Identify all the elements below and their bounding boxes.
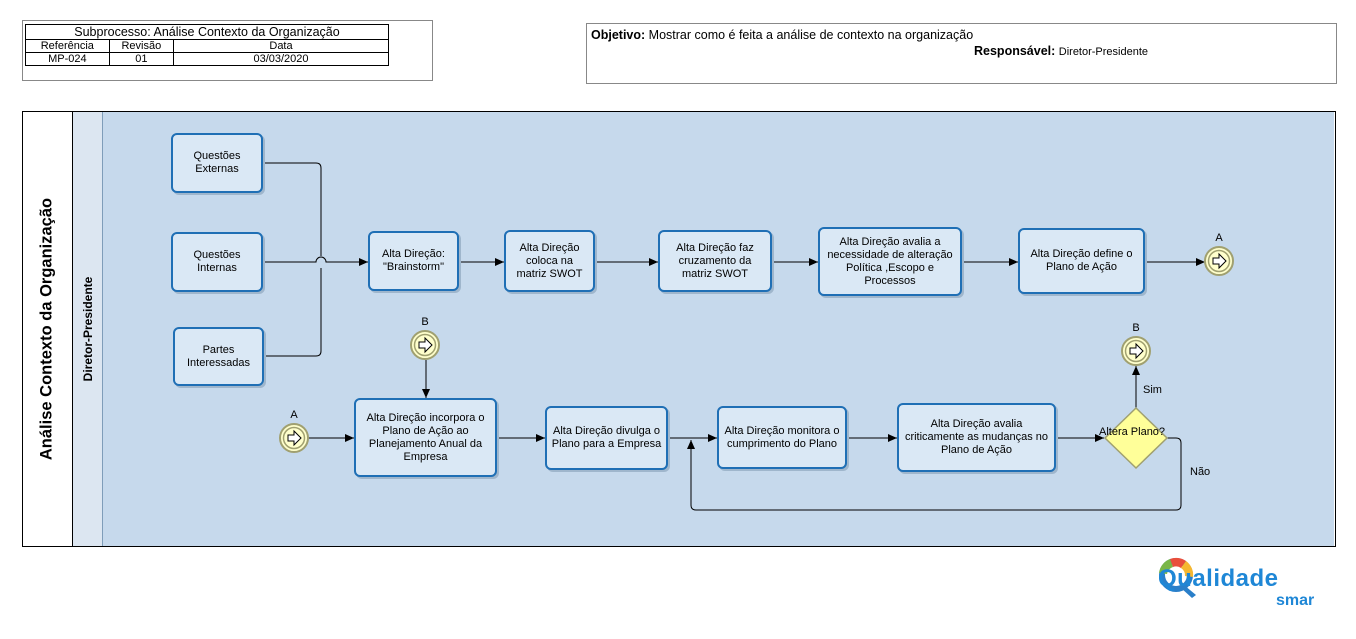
responsible-line: Responsável: Diretor-Presidente (974, 44, 1148, 58)
objective-label: Objetivo: (591, 28, 646, 42)
revision-value: 01 (108, 52, 175, 66)
header-table: Subprocesso: Análise Contexto da Organiz… (25, 24, 389, 66)
logo-subtext: smar (1276, 592, 1315, 609)
responsible-value: Diretor-Presidente (1058, 46, 1149, 58)
task-swot-crossing[interactable]: Alta Direção faz cruzamento da matriz SW… (658, 230, 772, 292)
objective-line: Objetivo: Mostrar como é feita a análise… (591, 28, 973, 42)
objective-text: Mostrar como é feita a análise de contex… (648, 28, 974, 42)
link-event-icons (279, 246, 1234, 453)
objective-frame: Objetivo: Mostrar como é feita a análise… (586, 23, 1337, 84)
gateway-yes-label: Sim (1143, 384, 1162, 396)
logo-mark-icon (1159, 557, 1196, 598)
link-b-in-label: B (421, 316, 429, 328)
task-evaluate-need[interactable]: Alta Direção avalia a necessidade de alt… (818, 227, 962, 296)
lane-label-area (73, 112, 103, 546)
task-disclose-plan[interactable]: Alta Direção divulga o Plano para a Empr… (545, 406, 668, 470)
responsible-label: Responsável: (974, 44, 1056, 58)
link-b-out-label: B (1132, 322, 1140, 334)
task-external-issues[interactable]: Questões Externas (171, 133, 263, 193)
task-define-plan[interactable]: Alta Direção define o Plano de Ação (1018, 228, 1145, 294)
flow-internal (263, 256, 368, 266)
task-brainstorm[interactable]: Alta Direção: "Brainstorm" (368, 231, 459, 291)
header-frame (22, 20, 433, 81)
link-a-out-label: A (1215, 232, 1223, 244)
lane-area (103, 112, 1334, 546)
gateway-label: Altera Plano? (1099, 426, 1166, 438)
flow-external (263, 162, 322, 256)
pool-label-area (23, 112, 73, 546)
task-incorporate-plan[interactable]: Alta Direção incorpora o Plano de Ação a… (354, 398, 497, 477)
link-event-b-out (1121, 336, 1151, 366)
col-reference: Referência (25, 39, 110, 53)
link-event-a-in (279, 423, 309, 453)
link-event-b-in (410, 330, 440, 360)
logo-text: Qualidade (1158, 565, 1279, 592)
task-monitor-plan[interactable]: Alta Direção monitora o cumprimento do P… (717, 406, 847, 469)
task-critical-review[interactable]: Alta Direção avalia criticamente as muda… (897, 403, 1056, 472)
task-swot[interactable]: Alta Direção coloca na matriz SWOT (504, 230, 595, 292)
link-a-in-label: A (290, 409, 298, 421)
flow-gateway-no (687, 437, 1182, 511)
reference-value: MP-024 (25, 52, 110, 66)
link-event-a-out (1204, 246, 1234, 276)
gateway-no-label: Não (1190, 466, 1211, 478)
col-revision: Revisão (108, 39, 175, 53)
flow-stakeholders (263, 268, 322, 357)
date-value: 03/03/2020 (173, 52, 389, 66)
gateway-diamond (1103, 406, 1169, 470)
task-stakeholders[interactable]: Partes Interessadas (173, 327, 264, 386)
task-internal-issues[interactable]: Questões Internas (171, 232, 263, 292)
